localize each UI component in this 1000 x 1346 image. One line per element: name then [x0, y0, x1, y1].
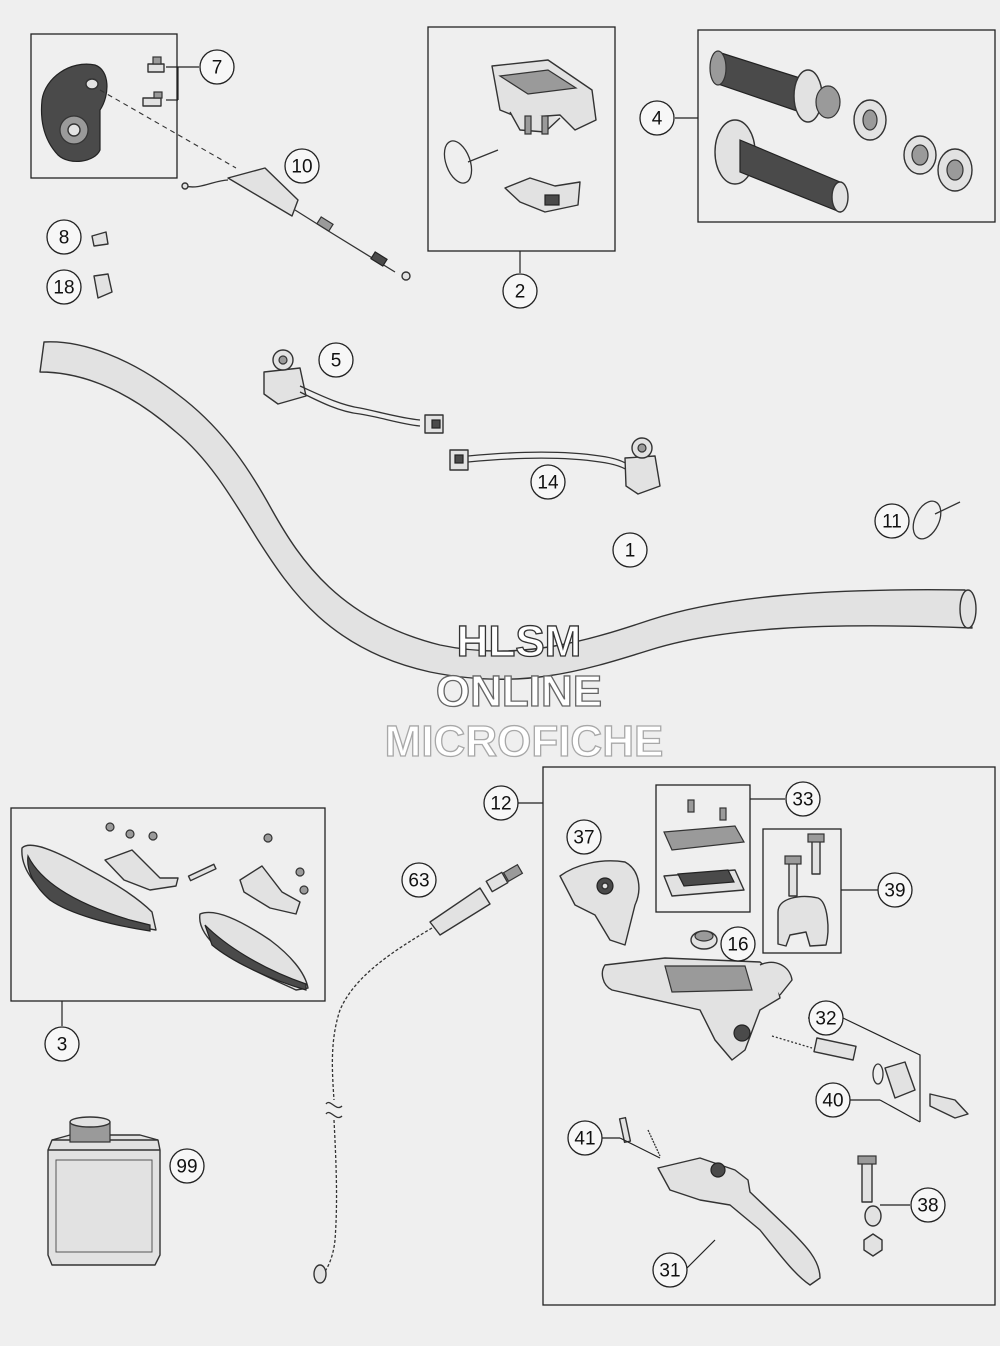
throttle-screws	[142, 56, 165, 107]
callout-40[interactable]: 40	[815, 1082, 851, 1118]
throttle-housing	[40, 63, 108, 163]
hand-guard-left	[21, 844, 157, 932]
svg-text:1: 1	[625, 541, 636, 562]
callout-18[interactable]: 18	[46, 269, 82, 305]
master-cylinder	[601, 957, 793, 1061]
box-clutch-assembly	[542, 766, 996, 1306]
throttle-cable	[181, 167, 411, 281]
callout-3[interactable]: 3	[44, 1026, 80, 1062]
grip-right	[714, 119, 849, 213]
callout-12[interactable]: 12	[483, 785, 519, 821]
oil-bottle	[47, 1116, 161, 1266]
callout-10[interactable]: 10	[284, 148, 320, 184]
hand-guard-brackets	[104, 822, 309, 915]
bolt-38	[857, 1155, 883, 1257]
svg-text:33: 33	[792, 790, 813, 811]
svg-text:32: 32	[815, 1009, 836, 1030]
switch-cover	[491, 59, 597, 135]
svg-text:3: 3	[57, 1035, 68, 1056]
cable-tie-11	[912, 500, 961, 540]
callout-16[interactable]: 16	[720, 926, 756, 962]
pin-spring-41	[618, 1116, 661, 1157]
leader-lines	[61, 66, 921, 1271]
callout-8[interactable]: 8	[46, 219, 82, 255]
callout-38[interactable]: 38	[910, 1187, 946, 1223]
throttle-rings	[853, 99, 973, 192]
callout-2[interactable]: 2	[502, 273, 538, 309]
callout-41[interactable]: 41	[567, 1120, 603, 1156]
grip-left	[709, 50, 841, 123]
box-reservoir-cover	[655, 784, 751, 913]
callout-14[interactable]: 14	[530, 464, 566, 500]
svg-text:31: 31	[659, 1261, 680, 1282]
callout-32[interactable]: 32	[808, 1000, 844, 1036]
svg-text:4: 4	[652, 109, 663, 130]
svg-text:7: 7	[212, 58, 223, 79]
clutch-hose	[313, 863, 524, 1284]
box-throttle-housing	[30, 33, 178, 179]
callout-63[interactable]: 63	[401, 862, 437, 898]
switch-14	[449, 437, 661, 495]
cable-tie-2	[443, 140, 499, 184]
lever-31	[657, 1157, 821, 1286]
svg-text:8: 8	[59, 228, 70, 249]
switch-5	[263, 349, 444, 434]
svg-text:5: 5	[331, 351, 342, 372]
switch-bracket	[504, 177, 581, 213]
piston-32	[771, 1035, 969, 1119]
svg-text:10: 10	[291, 157, 312, 178]
svg-text:18: 18	[53, 278, 74, 299]
svg-text:37: 37	[573, 828, 594, 849]
box-hand-guards	[10, 807, 326, 1002]
callout-11[interactable]: 11	[874, 503, 910, 539]
handlebar	[39, 341, 977, 681]
callout-7[interactable]: 7	[199, 49, 235, 85]
clamp-cover-37	[559, 860, 640, 946]
callout-4[interactable]: 4	[639, 100, 675, 136]
watermark-line-3: MICROFICHE	[385, 717, 664, 766]
cap-16	[690, 930, 718, 950]
box-clamp	[762, 828, 842, 954]
reservoir-cover-33	[663, 799, 745, 897]
hand-guard-right	[199, 911, 309, 991]
clip-8	[91, 231, 109, 247]
svg-text:40: 40	[822, 1091, 843, 1112]
callout-37[interactable]: 37	[566, 819, 602, 855]
callout-31[interactable]: 31	[652, 1252, 688, 1288]
watermark: HLSM ONLINE MICROFICHE	[384, 616, 664, 766]
clamp-39	[777, 833, 829, 947]
svg-text:39: 39	[884, 881, 905, 902]
callout-39[interactable]: 39	[877, 872, 913, 908]
svg-text:16: 16	[727, 935, 748, 956]
clip-18	[93, 273, 113, 299]
callout-1[interactable]: 1	[612, 532, 648, 568]
svg-text:14: 14	[537, 473, 559, 494]
svg-text:12: 12	[490, 794, 511, 815]
svg-text:38: 38	[917, 1196, 938, 1217]
box-grips	[697, 29, 996, 223]
svg-text:99: 99	[176, 1157, 197, 1178]
svg-text:11: 11	[882, 512, 902, 533]
svg-text:2: 2	[515, 282, 526, 303]
watermark-line-2: ONLINE	[436, 667, 602, 716]
svg-text:41: 41	[574, 1129, 595, 1150]
callout-5[interactable]: 5	[318, 342, 354, 378]
watermark-line-1: HLSM	[457, 617, 582, 666]
box-switch-cover	[427, 26, 616, 252]
throttle-dash-line	[99, 89, 237, 169]
svg-text:63: 63	[408, 871, 429, 892]
callout-33[interactable]: 33	[785, 781, 821, 817]
callout-99[interactable]: 99	[169, 1148, 205, 1184]
